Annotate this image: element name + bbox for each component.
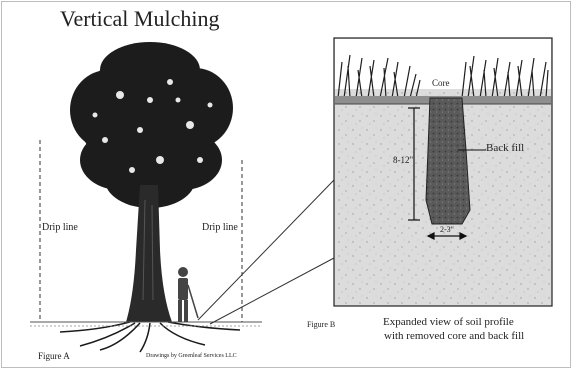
caption-line-2: with removed core and back fill — [384, 330, 524, 342]
drawing-credit: Drawings by Greenleaf Services LLC — [146, 353, 237, 359]
drip-line-label-left: Drip line — [42, 222, 78, 233]
depth-label: 8-12" — [393, 155, 413, 165]
page-title: Vertical Mulching — [60, 6, 219, 32]
tree-drawing — [30, 42, 262, 352]
person-figure — [178, 267, 198, 322]
figure-b-label: Figure B — [307, 320, 335, 329]
figure-a-label: Figure A — [38, 351, 70, 361]
drip-line-label-right: Drip line — [202, 222, 238, 233]
expansion-lines — [198, 180, 334, 324]
width-label: 2-3" — [440, 225, 454, 234]
tree-roots — [60, 322, 240, 352]
core-backfill — [426, 98, 470, 224]
core-label: Core — [432, 78, 450, 88]
backfill-label: Back fill — [486, 142, 524, 154]
caption-line-1: Expanded view of soil profile — [383, 316, 514, 328]
tree-canopy — [70, 42, 233, 208]
